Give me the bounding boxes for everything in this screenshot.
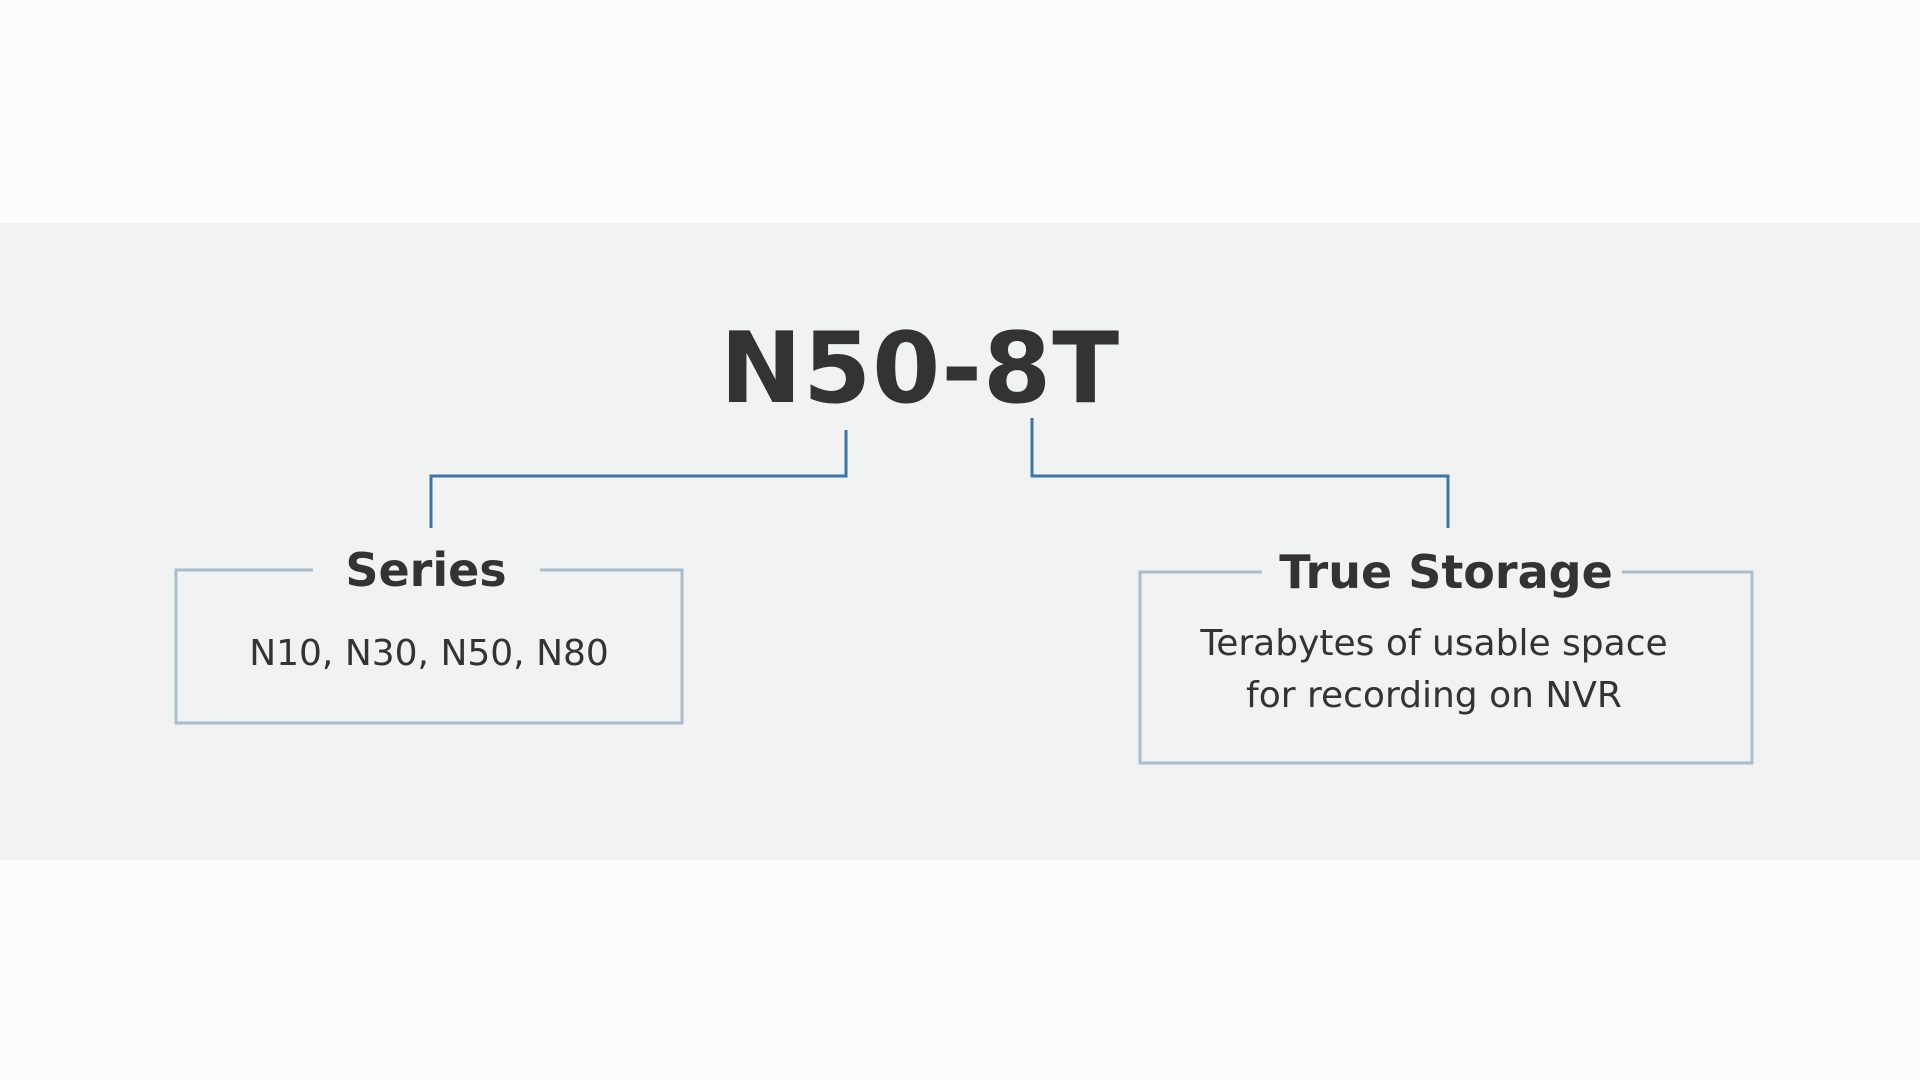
true-storage-description: Terabytes of usable space for recording … [1142, 618, 1726, 722]
series-values: N10, N30, N50, N80 [249, 633, 609, 674]
model-code-title: N50-8T [719, 312, 1121, 426]
true-storage-description-line-2: for recording on NVR [1246, 675, 1622, 716]
series-title: Series [345, 543, 507, 597]
true-storage-title: True Storage [1279, 545, 1613, 599]
true-storage-description-line-1: Terabytes of usable space [1200, 623, 1668, 664]
